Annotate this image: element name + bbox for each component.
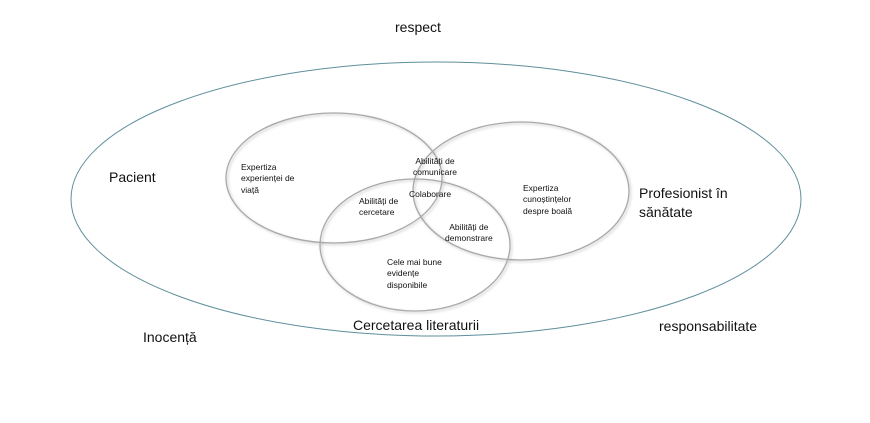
text-demonstration-skills-line1: Abilități de <box>449 222 489 232</box>
text-communication-skills-line2: comunicare <box>413 167 457 178</box>
text-disease-knowledge-line2: cunoștințelor <box>523 194 572 205</box>
text-collaboration: Colaborare <box>409 189 452 199</box>
text-disease-knowledge: Expertiza cunoștințelor despre boală <box>523 183 572 217</box>
label-health-professional-line1: Profesionist în <box>639 185 728 201</box>
label-health-professional-line2: sănătate <box>639 203 693 220</box>
circle-disease-knowledge <box>412 121 630 261</box>
text-best-evidence-line3: disponibile <box>387 279 428 290</box>
text-research-skills-line2: cercetare <box>359 207 395 218</box>
text-life-experience-line1: Expertiza <box>241 162 277 172</box>
circle-patient-experience <box>225 112 443 244</box>
text-demonstration-skills-line2: demonstrare <box>445 233 493 244</box>
text-communication-skills: Abilități de comunicare <box>413 156 457 179</box>
text-research-skills-line1: Abilități de <box>359 196 399 206</box>
text-life-experience: Expertiza experienței de viață <box>241 162 294 196</box>
label-patient: Pacient <box>109 169 156 185</box>
text-disease-knowledge-line1: Expertiza <box>523 183 559 193</box>
text-best-evidence-line2: evidențe <box>387 268 420 279</box>
text-communication-skills-line1: Abilități de <box>415 156 455 166</box>
label-literature-research: Cercetarea literaturii <box>353 317 480 333</box>
text-life-experience-line2: experienței de <box>241 173 295 184</box>
label-respect: respect <box>395 19 441 35</box>
text-best-evidence-line1: Cele mai bune <box>387 257 442 267</box>
label-responsibility: responsabilitate <box>659 318 758 334</box>
text-research-skills: Abilități de cercetare <box>359 196 398 219</box>
text-demonstration-skills: Abilități de demonstrare <box>445 222 493 245</box>
circle-best-evidence <box>319 178 511 312</box>
text-best-evidence: Cele mai bune evidențe disponibile <box>387 257 442 291</box>
label-innocence: Inocență <box>143 329 197 345</box>
outer-ellipse <box>70 61 802 337</box>
text-life-experience-line3: viață <box>241 184 259 195</box>
text-disease-knowledge-line3: despre boală <box>523 205 573 216</box>
label-health-professional: Profesionist în sănătate <box>639 184 728 222</box>
